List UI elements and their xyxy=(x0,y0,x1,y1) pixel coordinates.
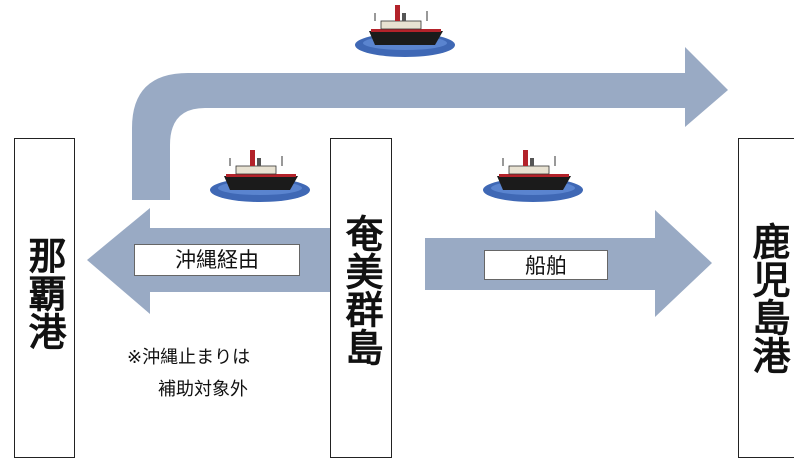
okinawa-via-label: 沖縄経由 xyxy=(134,244,300,276)
subsidy-note-line1: ※沖縄止まりは xyxy=(127,347,251,368)
subsidy-note-line2: 補助対象外 xyxy=(158,379,248,400)
ship-route-label: 船舶 xyxy=(484,250,608,280)
ship-icon xyxy=(482,149,584,203)
ship-icon xyxy=(354,4,456,58)
ship-icon xyxy=(209,149,311,203)
kagoshima-port-box xyxy=(738,138,794,458)
amami-islands-label: 奄美群島 xyxy=(339,214,383,366)
naha-port-box xyxy=(14,138,75,458)
amami-islands-box xyxy=(330,138,392,458)
kagoshima-port-label: 鹿児島港 xyxy=(746,222,790,374)
naha-port-label: 那覇港 xyxy=(22,236,66,350)
top-route-arrow xyxy=(132,47,728,200)
